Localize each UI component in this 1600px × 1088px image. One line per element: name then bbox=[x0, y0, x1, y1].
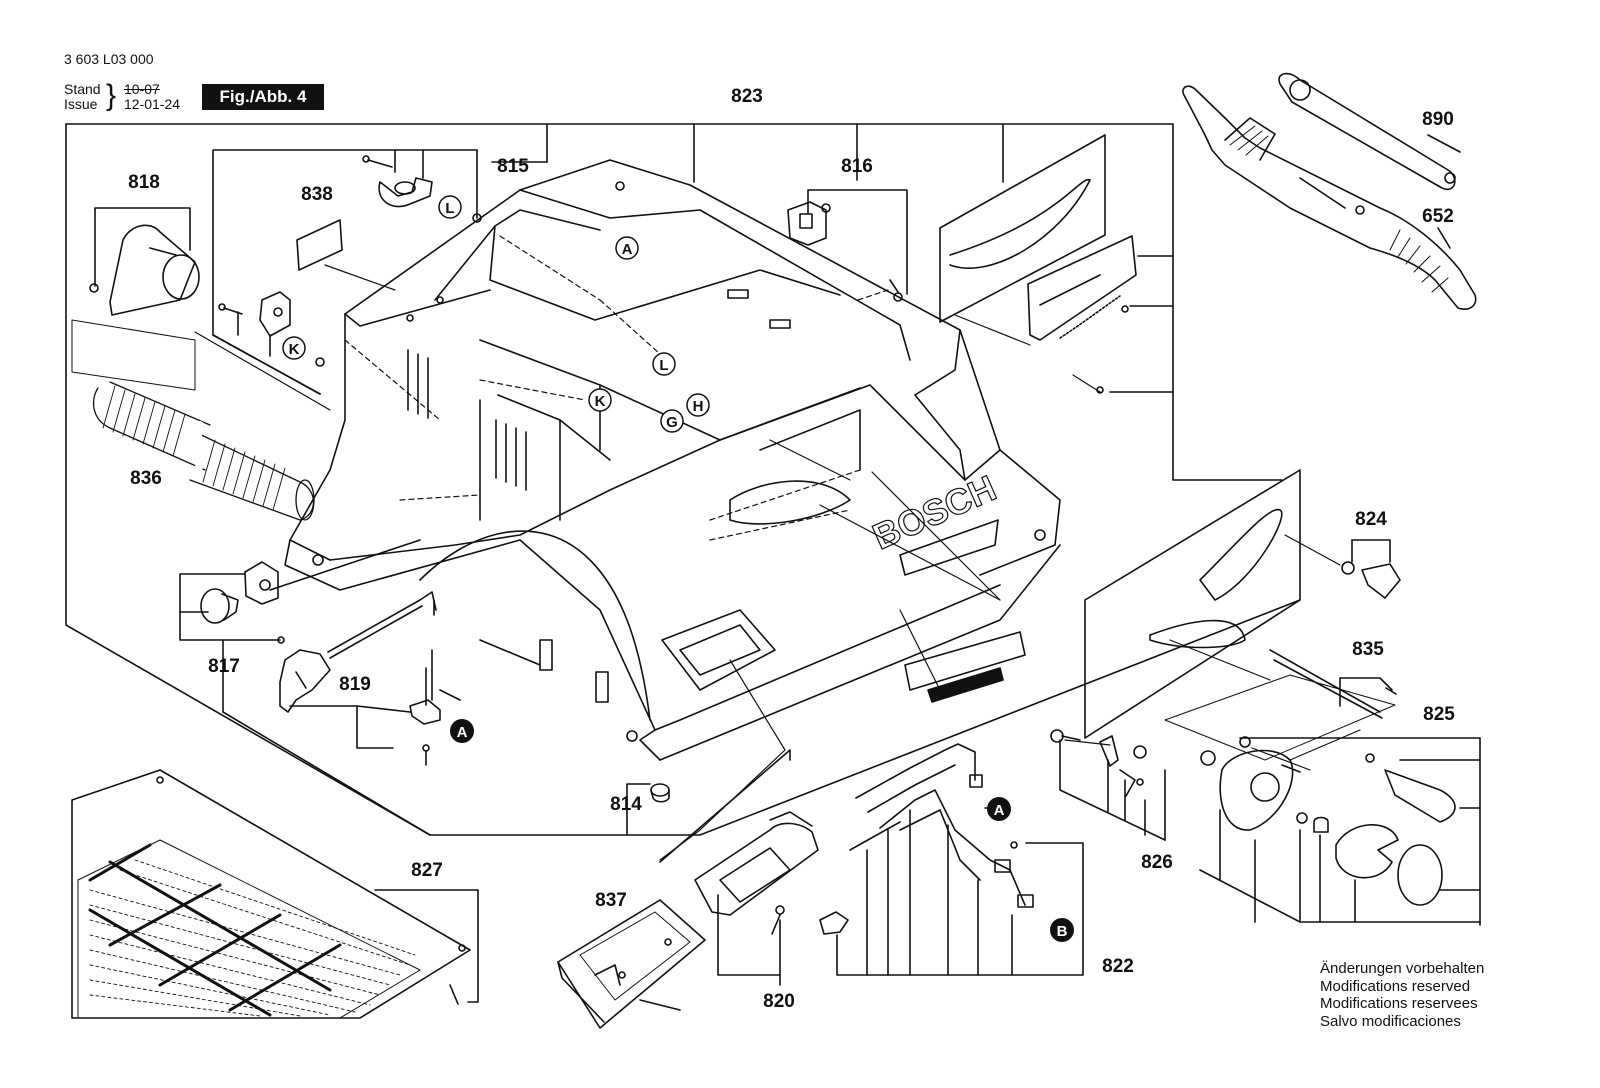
part-836: 836 bbox=[130, 468, 162, 489]
marker-L-mid: L bbox=[652, 352, 676, 376]
issue-date: 12-01-24 bbox=[124, 96, 181, 112]
marker-K-mid: K bbox=[588, 388, 612, 412]
marker-A-filled-switch: A bbox=[450, 719, 474, 743]
group-right bbox=[1050, 469, 1481, 926]
document-number: 3 603 L03 000 bbox=[64, 51, 154, 67]
svg-text:K: K bbox=[289, 341, 300, 358]
part-825: 825 bbox=[1423, 704, 1455, 725]
part-815: 815 bbox=[497, 156, 529, 177]
part-818: 818 bbox=[128, 172, 160, 193]
marker-H: H bbox=[686, 393, 710, 417]
marker-G: G bbox=[660, 409, 684, 433]
figure-badge: Fig./Abb. 4 bbox=[202, 84, 324, 110]
svg-text:A: A bbox=[994, 802, 1005, 819]
guide-lines-dashed bbox=[344, 235, 889, 541]
svg-text:L: L bbox=[445, 200, 454, 217]
modification-notes: Änderungen vorbehalten Modifications res… bbox=[1320, 960, 1484, 1030]
note-es: Salvo modificaciones bbox=[1320, 1012, 1461, 1030]
note-de: Änderungen vorbehalten bbox=[1320, 960, 1485, 977]
part-816: 816 bbox=[841, 156, 873, 177]
brace: } bbox=[106, 79, 117, 112]
part-number-labels: 823 815 816 818 838 836 817 819 814 827 … bbox=[128, 86, 1455, 1012]
svg-text:B: B bbox=[1057, 923, 1068, 940]
part-819: 819 bbox=[339, 674, 371, 695]
issue-label: Issue bbox=[64, 96, 98, 112]
marker-A-top: A bbox=[615, 236, 639, 260]
label-strip bbox=[927, 667, 1004, 703]
part-827: 827 bbox=[411, 860, 443, 881]
group-816 bbox=[787, 189, 908, 302]
marker-K-left: K bbox=[282, 336, 306, 360]
grid-plate-827 bbox=[71, 769, 479, 1019]
warning-label bbox=[904, 631, 1026, 691]
reference-markers-outline: A L K L K H G bbox=[282, 195, 710, 433]
group-815 bbox=[212, 149, 482, 395]
part-652: 652 bbox=[1422, 206, 1454, 227]
svg-text:H: H bbox=[693, 398, 704, 415]
part-890: 890 bbox=[1422, 109, 1454, 130]
part-814: 814 bbox=[610, 794, 642, 815]
part-823: 823 bbox=[731, 86, 763, 107]
part-824: 824 bbox=[1355, 509, 1387, 530]
embossed-brand: BOSCH bbox=[867, 467, 1002, 557]
group-817 bbox=[179, 539, 431, 836]
table-base-housing bbox=[284, 159, 1061, 761]
part-838: 838 bbox=[301, 184, 333, 205]
svg-text:G: G bbox=[666, 414, 678, 431]
marker-B-filled: B bbox=[1050, 918, 1074, 942]
reference-markers-filled: A A B bbox=[450, 719, 1074, 942]
marker-L-top: L bbox=[438, 195, 462, 219]
part-822: 822 bbox=[1102, 956, 1134, 977]
stand-label: Stand bbox=[64, 81, 101, 97]
svg-text:L: L bbox=[659, 357, 668, 374]
cover-837 bbox=[557, 899, 706, 1029]
group-push-sticks bbox=[1182, 72, 1477, 310]
svg-text:K: K bbox=[595, 393, 606, 410]
group-818 bbox=[71, 207, 200, 391]
part-820: 820 bbox=[763, 991, 795, 1012]
part-826: 826 bbox=[1141, 852, 1173, 873]
svg-text:A: A bbox=[457, 724, 468, 741]
svg-text:A: A bbox=[622, 241, 633, 258]
hose-836 bbox=[92, 381, 315, 521]
group-814 bbox=[626, 783, 670, 836]
leader-lines bbox=[194, 264, 1361, 861]
group-822-820 bbox=[659, 743, 1084, 986]
part-817: 817 bbox=[208, 656, 240, 677]
group-plates bbox=[939, 134, 1137, 394]
note-fr: Modifications reservees bbox=[1320, 995, 1478, 1012]
part-837: 837 bbox=[595, 890, 627, 911]
part-835: 835 bbox=[1352, 639, 1384, 660]
note-en: Modifications reserved bbox=[1320, 977, 1471, 995]
label-838 bbox=[296, 219, 343, 271]
stand-date: 10-07 bbox=[124, 81, 160, 97]
marker-A-filled-harness: A bbox=[987, 797, 1011, 821]
group-819 bbox=[279, 591, 461, 766]
